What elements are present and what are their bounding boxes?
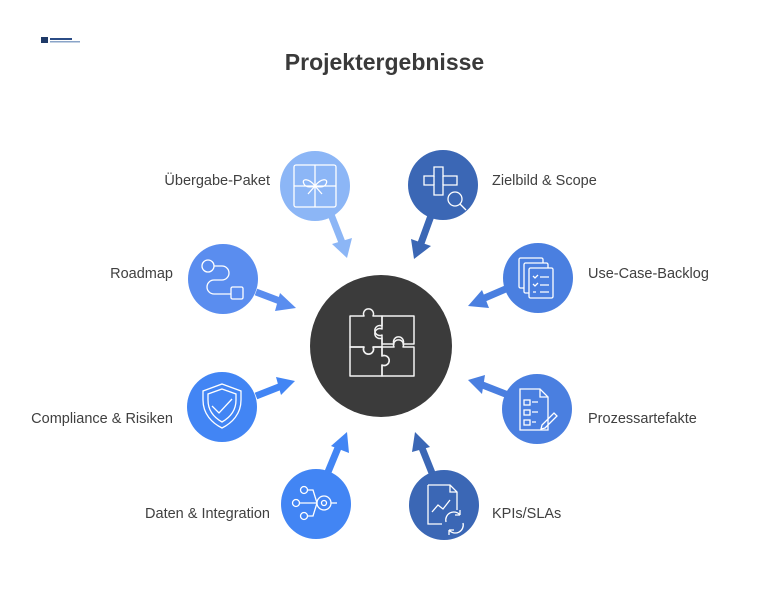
- arrow-zielbild: [411, 211, 436, 259]
- checklist-stack-icon: [518, 257, 554, 299]
- label-compliance: Compliance & Risiken: [31, 411, 173, 427]
- label-roadmap: Roadmap: [110, 266, 173, 282]
- label-zielbild: Zielbild & Scope: [492, 173, 597, 189]
- puzzle-icon: [349, 308, 415, 377]
- company-logo: [41, 37, 80, 43]
- label-kpis: KPIs/SLAs: [492, 506, 562, 522]
- document-edit-icon: [519, 388, 558, 431]
- node-compliance: [187, 372, 257, 442]
- node-roadmap: [188, 244, 258, 314]
- gift-icon: [293, 164, 337, 208]
- node-daten: [281, 469, 351, 539]
- arrow-roadmap: [254, 288, 296, 311]
- page-title: Projektergebnisse: [284, 49, 485, 75]
- center-node: [310, 275, 452, 417]
- arrow-daten: [324, 432, 349, 474]
- label-usecase: Use-Case-Backlog: [588, 266, 709, 282]
- arrow-prozess: [468, 375, 510, 399]
- chart-refresh-icon: [427, 484, 464, 535]
- arrow-usecase: [468, 284, 510, 308]
- arrow-ubergabe: [326, 210, 352, 258]
- blueprint-search-icon: [423, 166, 467, 211]
- route-icon: [201, 259, 244, 300]
- label-ubergabe: Übergabe-Paket: [164, 173, 270, 189]
- data-flow-icon: [291, 485, 337, 521]
- label-prozess: Prozessartefakte: [588, 411, 697, 427]
- arrow-kpis: [412, 432, 436, 475]
- node-prozess: [502, 374, 572, 444]
- node-kpis: [409, 470, 479, 540]
- label-daten: Daten & Integration: [145, 506, 270, 522]
- arrow-compliance: [254, 377, 295, 400]
- shield-check-icon: [202, 383, 242, 429]
